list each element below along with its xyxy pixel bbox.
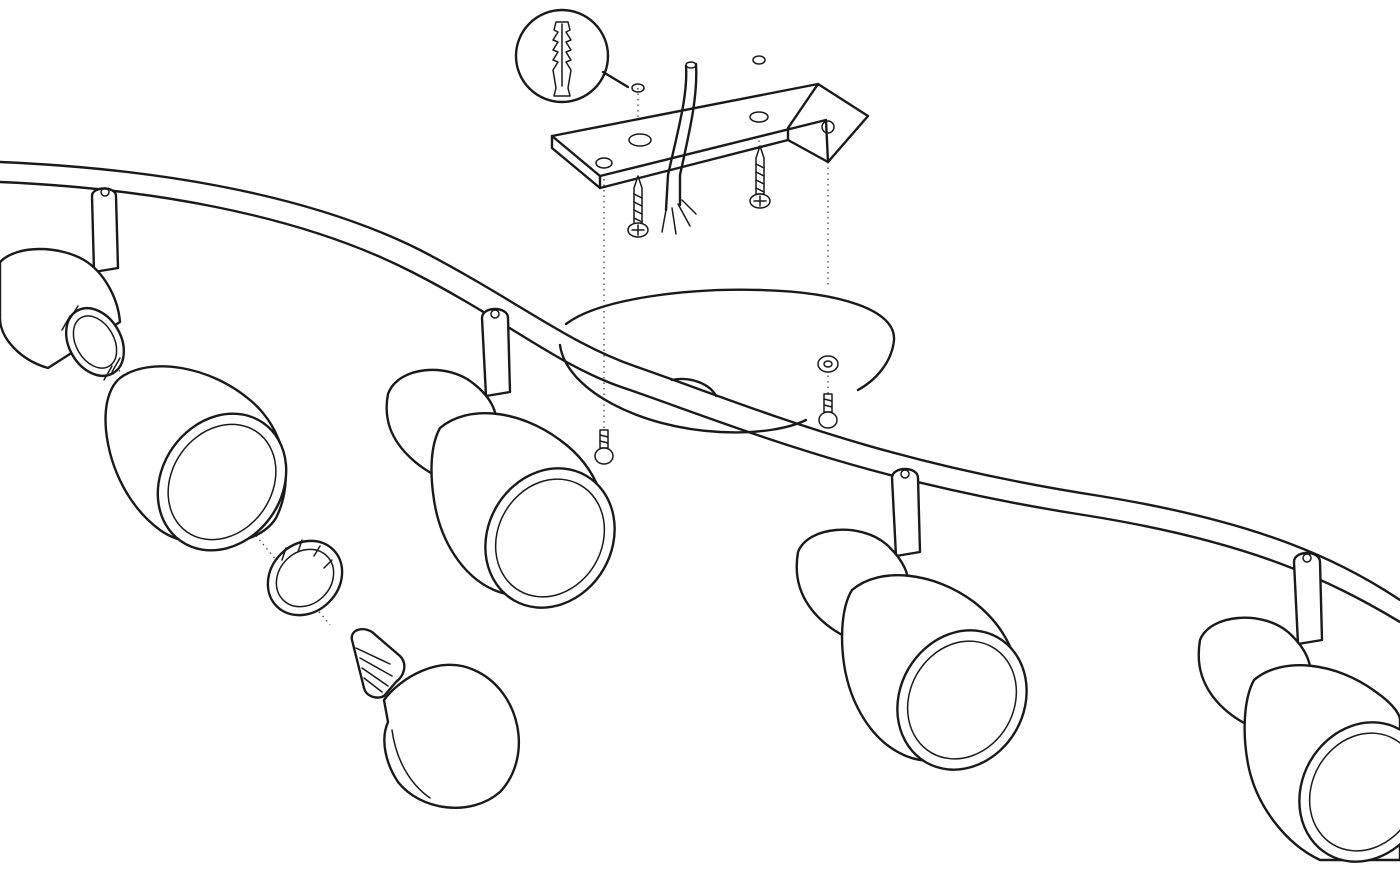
track-bar-icon [0, 160, 1400, 624]
fixing-screw-icon [817, 355, 839, 429]
washer-icon [631, 83, 645, 93]
washer-icon [752, 55, 766, 65]
fixing-screw-icon [749, 145, 771, 209]
supply-cable-icon [661, 61, 698, 235]
lamp-shade-icon [430, 411, 616, 609]
spotlight-holder-icon [0, 187, 126, 381]
fixing-screw-icon [627, 175, 649, 238]
mounting-bracket-icon [550, 82, 870, 190]
lamp-shade-icon [840, 573, 1028, 771]
canopy-plate-icon [558, 288, 896, 434]
fixing-screw-icon [594, 429, 614, 465]
lamp-shade-icon [104, 365, 288, 552]
retaining-ring-icon [266, 539, 344, 617]
light-bulb-icon [350, 628, 521, 810]
wall-plug-detail-icon [514, 8, 630, 104]
lamp-shade-icon [1243, 663, 1400, 863]
